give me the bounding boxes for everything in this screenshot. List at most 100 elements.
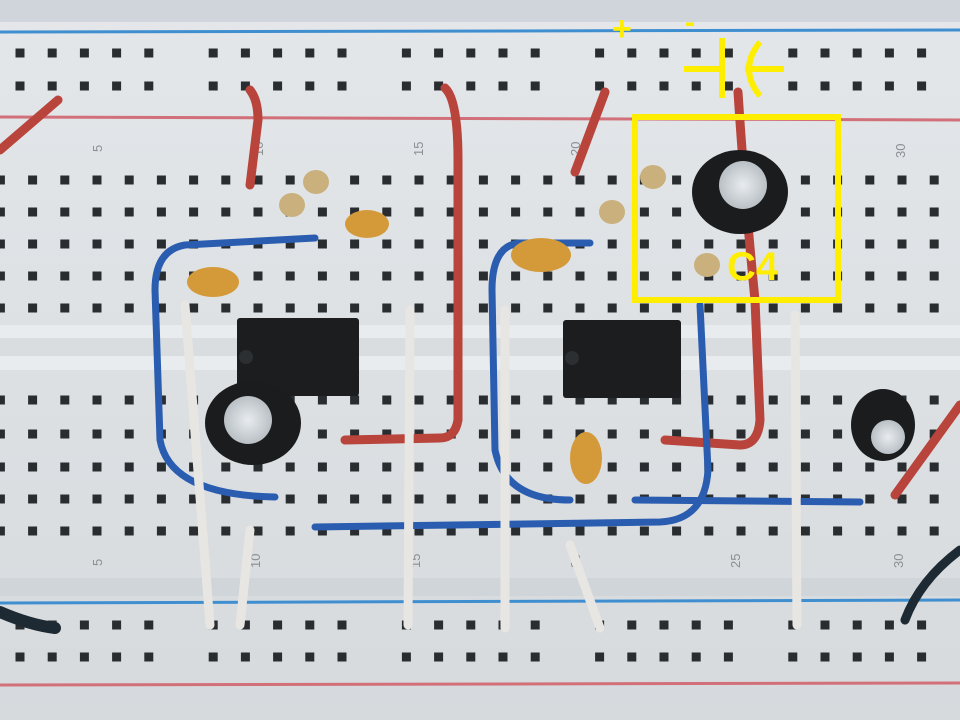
hole [350,526,360,536]
hole [0,175,5,185]
hole [800,207,810,217]
hole [382,526,392,536]
hole [478,494,488,504]
hole [414,303,424,313]
hole [672,395,682,405]
hole [382,175,392,185]
hole [350,175,360,185]
hole [897,494,907,504]
hole [156,207,166,217]
hole [317,303,327,313]
red-wire [660,87,765,450]
capacitor-annotation: + - C4 [612,6,841,303]
hole [659,620,669,630]
hole [723,620,733,630]
hole [350,494,360,504]
hole [144,48,154,58]
hole [382,395,392,405]
hole [639,271,649,281]
hole [575,395,585,405]
hole [189,207,199,217]
hole [897,462,907,472]
hole [607,395,617,405]
hole [800,526,810,536]
hole [897,303,907,313]
hole [350,429,360,439]
hole [317,462,327,472]
hole [736,526,746,536]
hole [723,81,733,91]
hole [285,462,295,472]
hole [929,303,939,313]
hole [865,239,875,249]
hole [607,271,617,281]
hole [112,652,122,662]
hole [382,429,392,439]
hole [221,462,231,472]
hole [28,526,38,536]
hole [736,271,746,281]
col-num-5-top: 5 [90,145,105,152]
hole [768,395,778,405]
white-wire [403,305,415,630]
hole [28,175,38,185]
hole [917,652,927,662]
hole [28,303,38,313]
hole [897,271,907,281]
hole [929,175,939,185]
blue-wire [311,301,712,531]
hole [833,303,843,313]
hole [543,462,553,472]
hole [478,303,488,313]
hole [511,207,521,217]
hole [478,271,488,281]
hole [736,462,746,472]
hole [723,652,733,662]
hole [627,652,637,662]
hole [382,462,392,472]
hole [414,271,424,281]
hole [768,303,778,313]
hole [285,526,295,536]
hole [788,652,798,662]
hole [446,303,456,313]
hole [575,303,585,313]
hole [240,48,250,58]
hole [60,494,70,504]
hole [401,652,411,662]
hole [788,81,798,91]
hole [820,48,830,58]
hole [704,239,714,249]
hole [253,175,263,185]
hole [92,271,102,281]
top-blue-rail-line [0,28,960,34]
hole [929,395,939,405]
hole [672,429,682,439]
hole [917,48,927,58]
hole [607,494,617,504]
hole [285,271,295,281]
hole [691,620,701,630]
hole [221,303,231,313]
hole [672,271,682,281]
hole [350,207,360,217]
hole [124,494,134,504]
hole [189,526,199,536]
hole [446,207,456,217]
hole [317,207,327,217]
hole [595,48,605,58]
hole [337,620,347,630]
hole [723,48,733,58]
hole [189,175,199,185]
bottom-red-rail-line [0,681,960,687]
hole [478,526,488,536]
hole [28,494,38,504]
hole [15,652,25,662]
hole [607,303,617,313]
hole [511,462,521,472]
hole [79,620,89,630]
white-wire [235,525,255,630]
hole [156,175,166,185]
hole [414,462,424,472]
hole [800,303,810,313]
